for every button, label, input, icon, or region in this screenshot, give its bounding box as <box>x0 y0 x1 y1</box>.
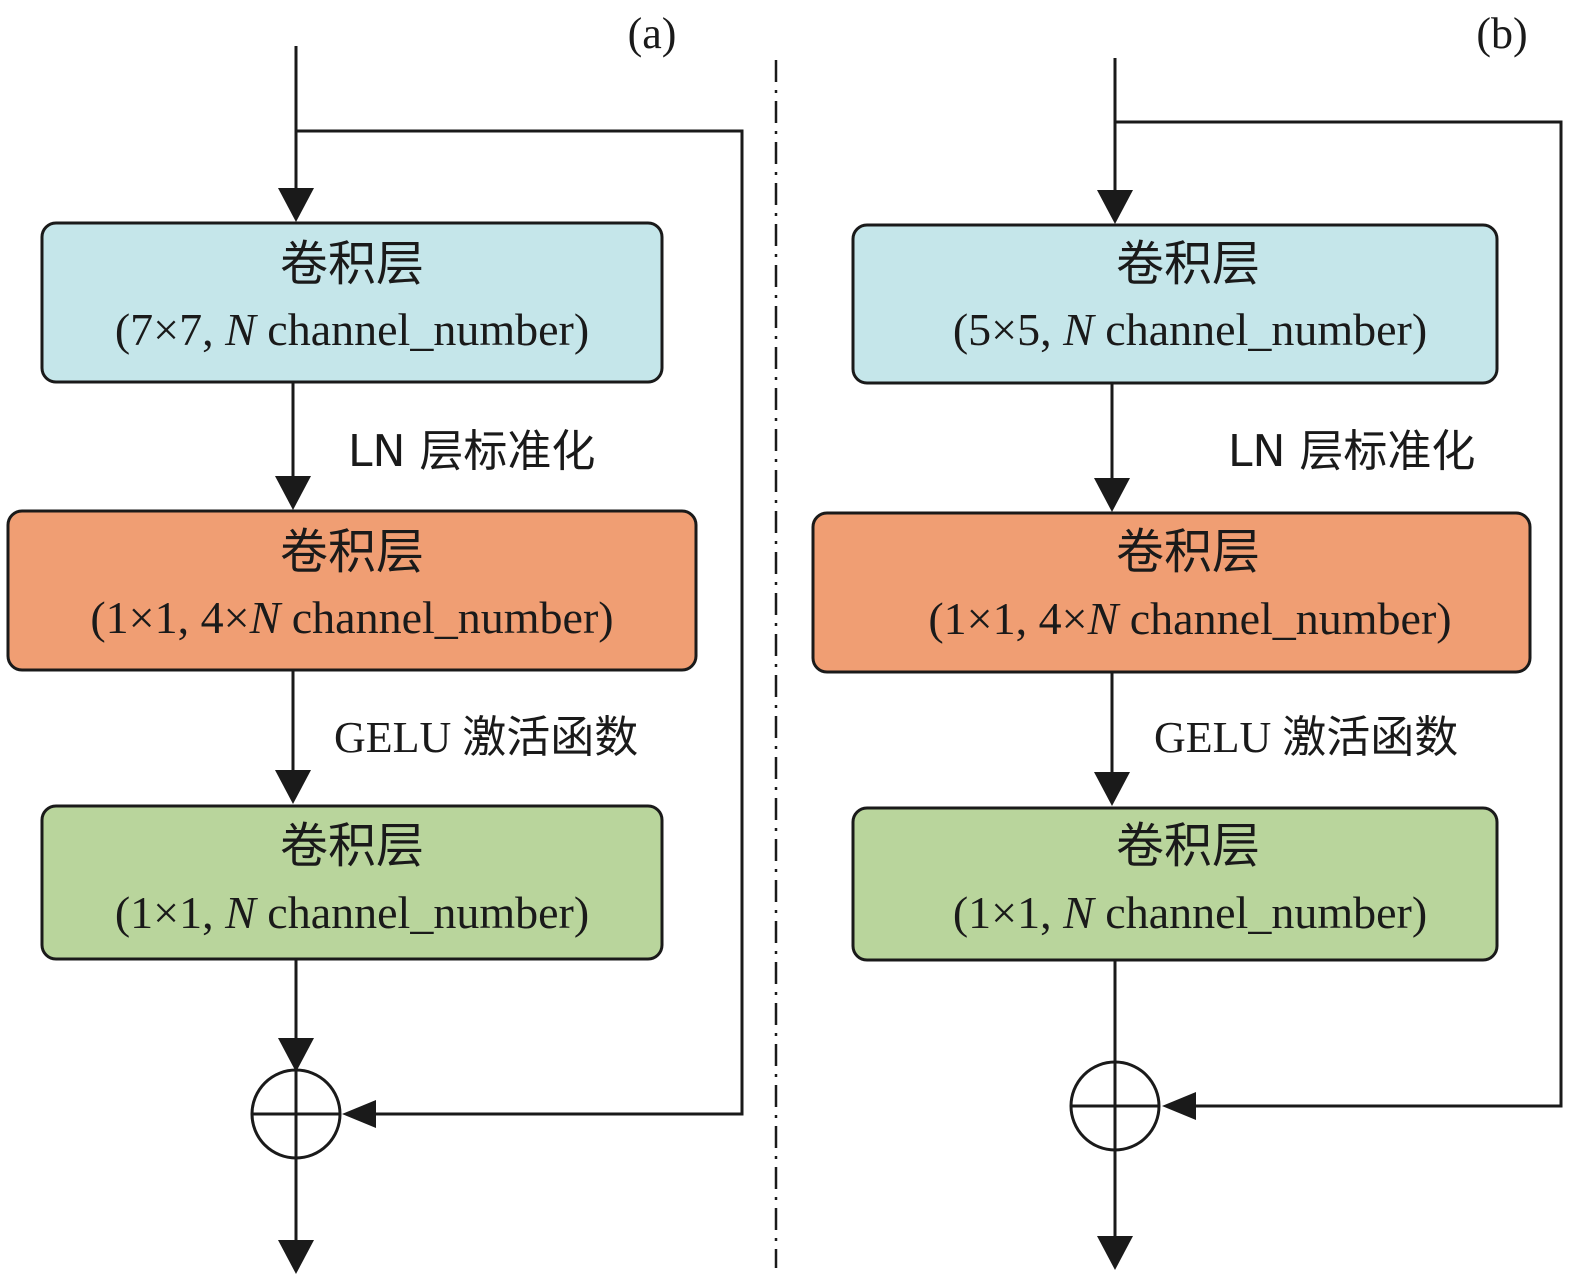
panel-b-arrow-2 <box>1094 772 1130 806</box>
panel-b-conv-box-3 <box>851 806 1499 962</box>
panel-a-skip-wire <box>296 129 744 1116</box>
panel-b-conv-box-2-params: (1×1, 4×N channel_number) <box>928 593 1451 644</box>
panel-b-conv-box-3-title: 卷积层 <box>1116 818 1260 874</box>
panel-a-conv-box-3-title: 卷积层 <box>280 818 424 874</box>
panel-b-conv-box-1 <box>851 223 1499 385</box>
panel-b-conv-box-2-title: 卷积层 <box>1116 524 1260 580</box>
panel-b: (b) 卷积层 (5×5, N channel_number) LN 层标准化 … <box>811 9 1563 1270</box>
panel-b-label: (b) <box>1476 9 1527 58</box>
panel-a-output-arrow <box>278 1240 314 1274</box>
panel-a-conv-box-1 <box>40 221 664 384</box>
panel-a-arrow-3 <box>278 1038 314 1072</box>
panel-b-input-arrow <box>1097 190 1133 224</box>
panel-b-step-ln: LN 层标准化 <box>1228 426 1475 477</box>
panel-a-label: (a) <box>628 9 677 58</box>
panel-b-conv-box-3-params: (1×1, N channel_number) <box>953 887 1427 938</box>
panel-a-input-arrow <box>278 188 314 222</box>
panel-a-sum-node <box>250 1068 342 1160</box>
panel-a-conv-box-3-params: (1×1, N channel_number) <box>115 887 589 938</box>
panel-a: (a) 卷积层 (7×7, N channel_number) LN 层标准化 … <box>6 9 744 1274</box>
panel-b-skip-arrow <box>1162 1092 1196 1120</box>
panel-a-conv-box-1-title: 卷积层 <box>280 236 424 292</box>
panel-b-output-arrow <box>1097 1236 1133 1270</box>
panel-b-conv-box-2 <box>811 511 1532 674</box>
panel-b-conv-box-1-params: (5×5, N channel_number) <box>953 304 1427 355</box>
panel-b-sum-node <box>1069 1060 1161 1152</box>
panel-b-conv-box-1-title: 卷积层 <box>1116 236 1260 292</box>
panel-a-skip-arrow <box>342 1100 376 1128</box>
panel-a-conv-box-2-params: (1×1, 4×N channel_number) <box>90 592 613 643</box>
panel-b-skip-wire <box>1115 120 1563 1108</box>
panel-a-step-gelu: GELU 激活函数 <box>334 713 638 762</box>
panel-b-arrow-1 <box>1094 478 1130 512</box>
panel-a-conv-box-1-params: (7×7, N channel_number) <box>115 304 589 355</box>
panel-b-step-gelu: GELU 激活函数 <box>1154 713 1458 762</box>
panel-a-step-ln: LN 层标准化 <box>348 426 595 477</box>
panel-a-conv-box-2 <box>6 509 698 672</box>
panel-a-conv-box-2-title: 卷积层 <box>280 524 424 580</box>
panel-a-conv-box-3 <box>40 804 664 961</box>
panel-a-arrow-1 <box>275 476 311 510</box>
panel-a-arrow-2 <box>275 770 311 804</box>
